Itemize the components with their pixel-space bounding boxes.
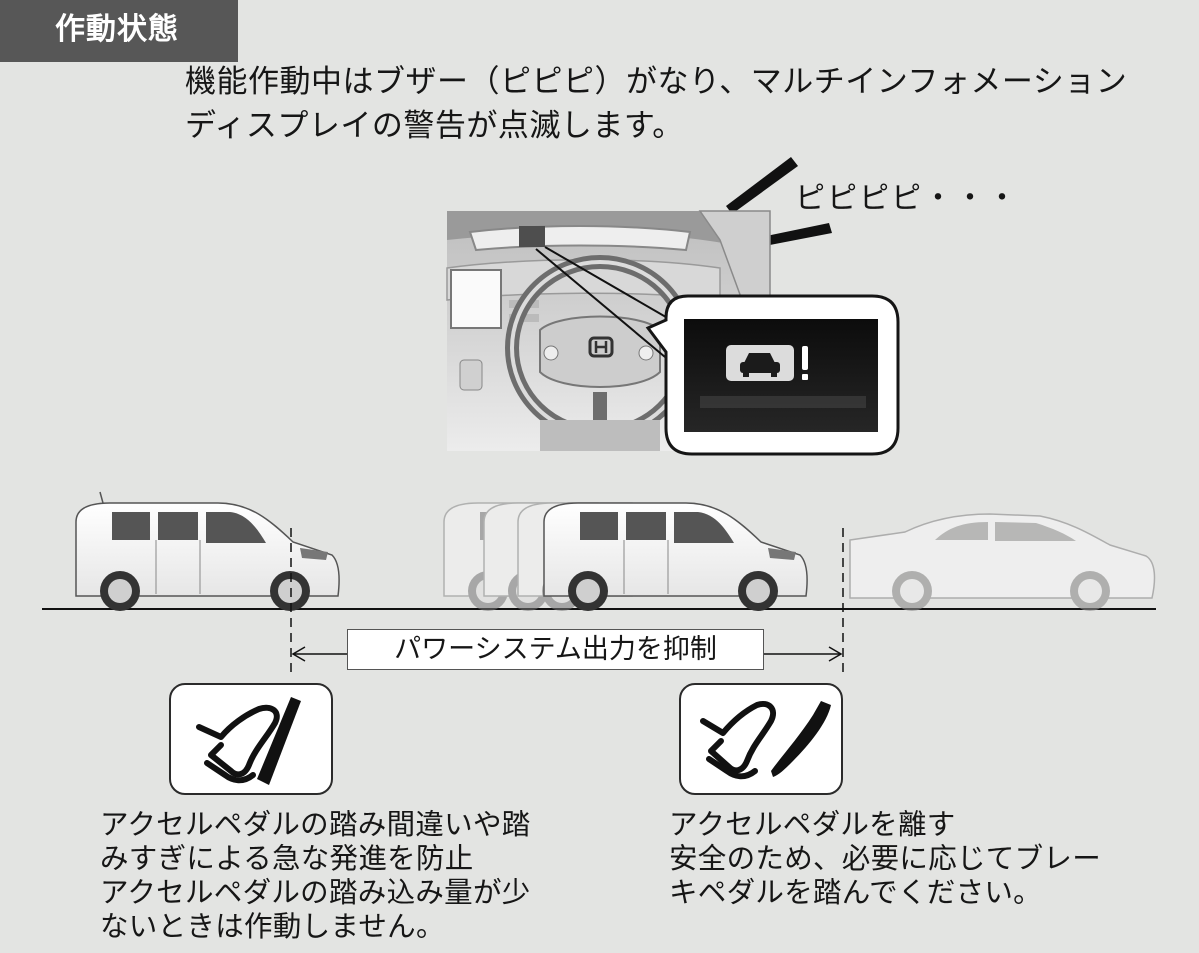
- pedal-pressed-icon-card: [169, 683, 333, 795]
- right-caption-line-2: 安全のため、必要に応じてブレー: [669, 842, 1102, 875]
- foot-pressing-pedal-icon: [196, 697, 301, 785]
- left-caption-line-3: アクセルペダルの踏み込み量が少: [100, 876, 531, 909]
- left-caption-line-4: ないときは作動しません。: [100, 910, 445, 943]
- foot-releasing-pedal-icon: [700, 701, 831, 780]
- left-caption-line-2: みすぎによる急な発進を防止: [100, 842, 474, 875]
- range-markers: [290, 528, 844, 676]
- right-caption-line-1: アクセルペダルを離す: [669, 808, 956, 841]
- buzzer-sound-text: ピピピピ・・・: [795, 181, 1019, 216]
- range-label: パワーシステム出力を抑制: [347, 629, 764, 670]
- right-caption: アクセルペダルを離す 安全のため、必要に応じてブレー キペダルを踏んでください。: [669, 808, 1101, 910]
- intro-line-2: ディスプレイの警告が点滅します。: [185, 108, 684, 144]
- right-caption-line-3: キペダルを踏んでください。: [669, 876, 1042, 909]
- pedal-released-icon-card: [679, 683, 843, 795]
- left-caption-line-1: アクセルペダルの踏み間違いや踏: [100, 808, 531, 841]
- intro-line-1: 機能作動中はブザー（ピピピ）がなり、マルチインフォメーション: [185, 64, 1128, 100]
- intro-text: 機能作動中はブザー（ピピピ）がなり、マルチインフォメーション ディスプレイの警告…: [185, 60, 1145, 148]
- warning-display-callout: [645, 294, 900, 456]
- car-warning-icon: [726, 345, 808, 381]
- vehicle-own-car: [75, 491, 340, 611]
- vehicle-own-car-moving: [543, 502, 808, 611]
- left-caption: アクセルペダルの踏み間違いや踏 みすぎによる急な発進を防止 アクセルペダルの踏み…: [100, 808, 531, 944]
- vehicle-ahead-sedan: [849, 513, 1156, 611]
- section-title: 作動状態: [0, 0, 238, 62]
